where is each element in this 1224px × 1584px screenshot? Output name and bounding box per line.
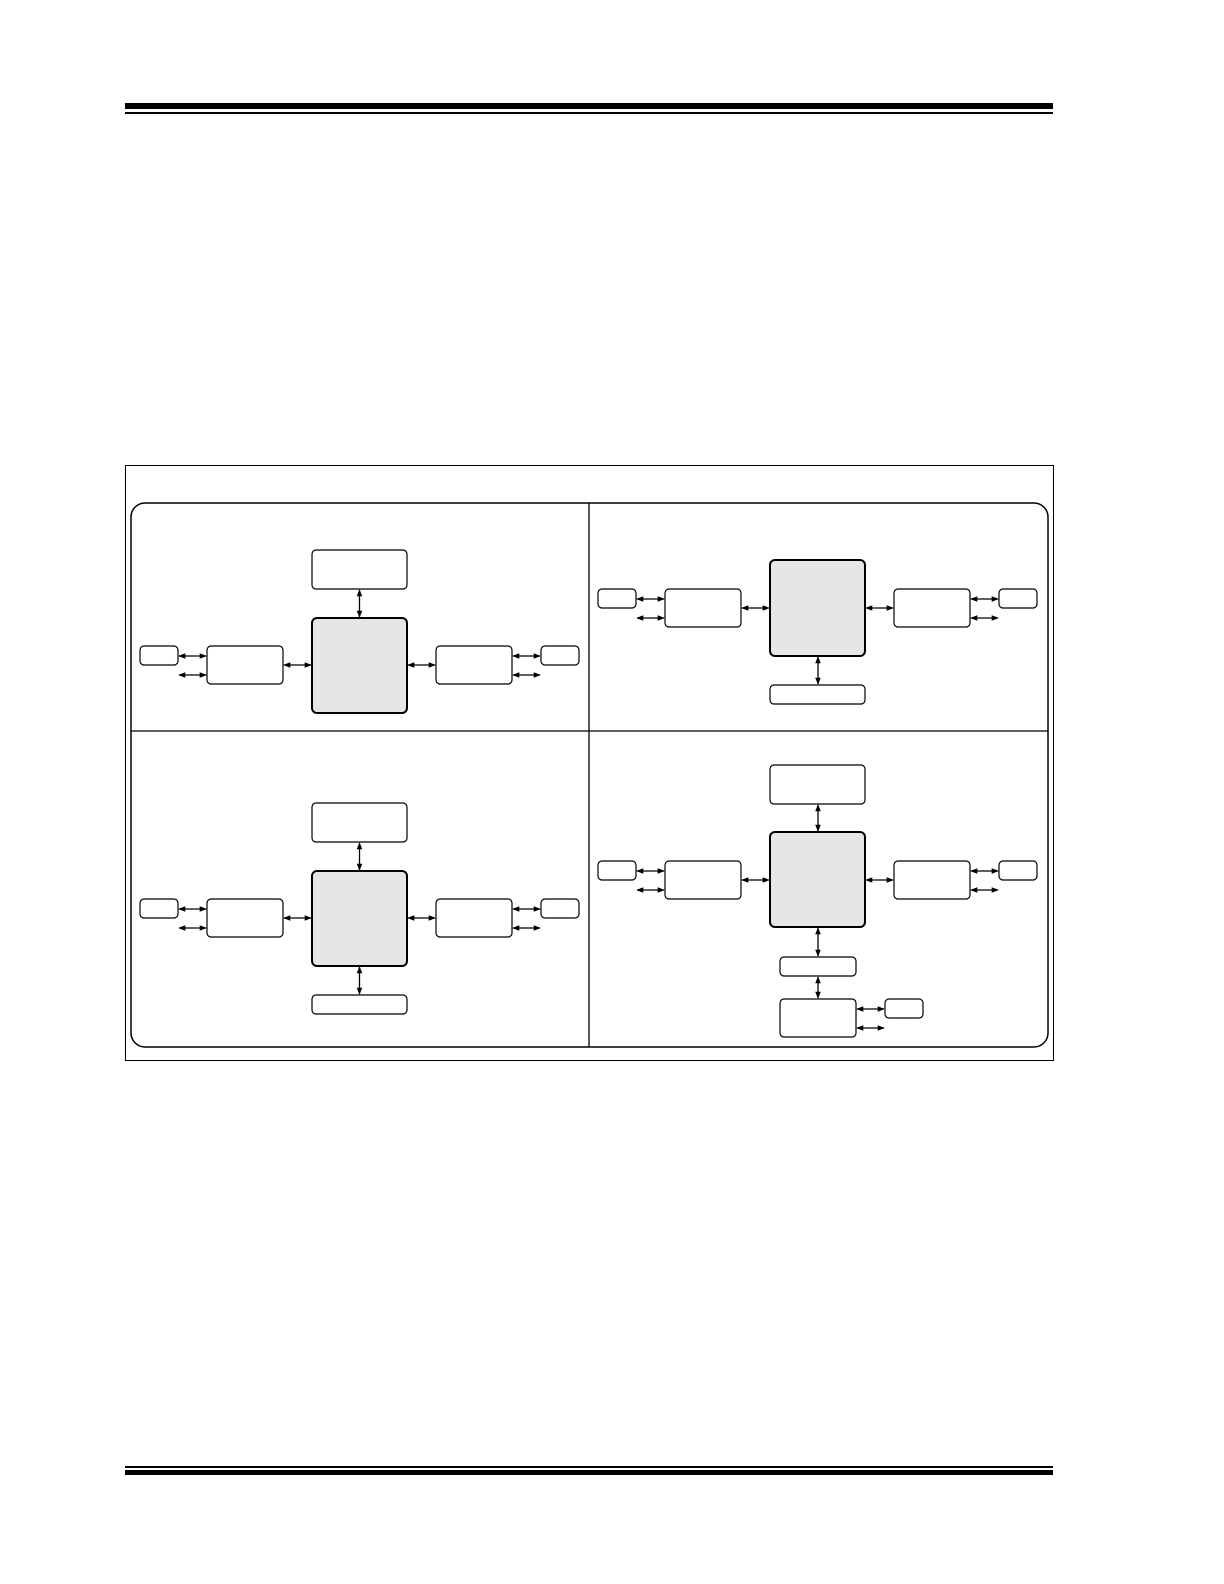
right-small-block — [540, 898, 580, 919]
sub-small-block — [884, 998, 924, 1019]
right-small-block — [998, 588, 1038, 609]
panel-bottom-right — [597, 764, 1038, 1038]
right-block — [435, 898, 513, 938]
left-small-block — [597, 588, 637, 609]
figure-frame — [125, 465, 1054, 1061]
right-block — [893, 860, 971, 900]
sub-block — [779, 998, 857, 1038]
left-block — [664, 860, 742, 900]
left-small-block — [597, 860, 637, 881]
left-block — [664, 588, 742, 628]
panel-top-right — [597, 559, 1038, 705]
left-small-block — [139, 898, 179, 919]
right-small-block — [998, 860, 1038, 881]
bottom-block — [779, 956, 857, 977]
footer-rule-thick — [125, 1470, 1053, 1475]
footer-rule-thin — [125, 1466, 1053, 1468]
left-small-block — [139, 645, 179, 666]
left-block — [206, 898, 284, 938]
right-block — [893, 588, 971, 628]
core-block — [311, 617, 408, 714]
header-rule-thick — [125, 103, 1053, 109]
right-small-block — [540, 645, 580, 666]
left-block — [206, 645, 284, 685]
top-block — [311, 802, 408, 843]
panel-top-left — [139, 549, 580, 714]
core-block — [311, 870, 408, 967]
top-block — [311, 549, 408, 590]
core-block — [769, 559, 866, 657]
bottom-block — [769, 684, 866, 705]
panel-bottom-left — [139, 802, 580, 1015]
header-rule-thin — [125, 112, 1053, 114]
right-block — [435, 645, 513, 685]
core-block — [769, 831, 866, 928]
bottom-block — [311, 994, 408, 1015]
top-block — [769, 764, 866, 805]
